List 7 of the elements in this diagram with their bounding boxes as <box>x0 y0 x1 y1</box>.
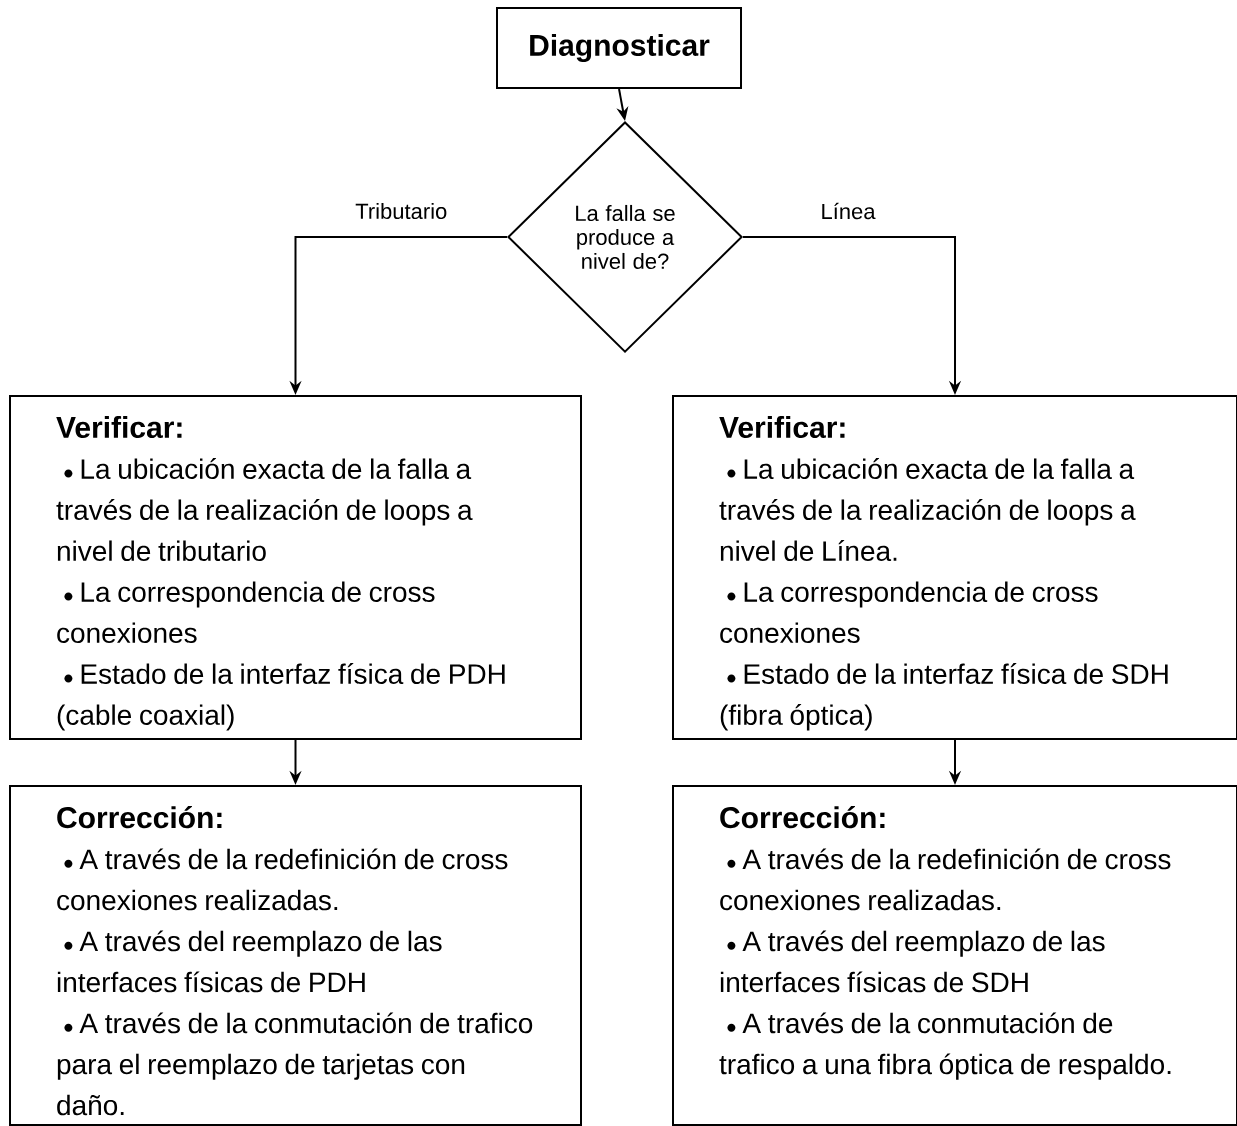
process-box: Corrección: A través de la redefinición de cross conexiones realizadas. A través del reemplazo de las interfaces físicas de SDH A través de la conmutación de trafico a una fibra óptica de respaldo. <box>672 785 1237 1126</box>
edge-label: Línea <box>816 198 880 224</box>
edge-label: Tributario <box>351 198 452 224</box>
process-box: Verificar: La ubicación exacta de la falla a través de la realización de loops a nivel de tributario La correspondencia de cross conexiones Estado de la interfaz física de PDH (cable coaxial) <box>9 395 582 740</box>
process-box: Corrección: A través de la redefinición de cross conexiones realizadas. A través del reemplazo de las interfaces físicas de PDH A través de la conmutación de trafico para el reemplazo de tarjetas con daño. <box>9 785 582 1126</box>
process-box: Verificar: La ubicación exacta de la falla a través de la realización de loops a nivel de Línea. La correspondencia de cross conexiones Estado de la interfaz física de SDH (fibra óptica) <box>672 395 1237 740</box>
process-box: Diagnosticar <box>496 7 742 89</box>
